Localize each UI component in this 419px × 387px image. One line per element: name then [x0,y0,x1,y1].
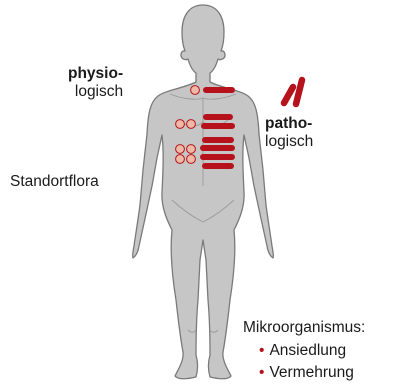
standortflora-text: Standortflora [10,173,99,190]
coccus-bacterium-icon [187,155,196,164]
standortflora-label: Standortflora [10,173,99,191]
patho-label-bold: patho- [265,115,312,132]
rod-bacterium-icon [296,80,302,104]
coccus-bacterium-icon [187,145,196,154]
patho-label-rest: logisch [265,133,313,150]
physio-label-rest: logisch [75,83,123,100]
physiological-label: physio- logisch [68,65,123,101]
physio-label-bold: physio- [68,65,123,82]
list-item: • Ansiedlung [259,342,346,360]
list-item-label: Vermehrung [269,364,353,381]
mikroorganismus-heading: Mikroorganismus: [243,319,365,337]
bullet-icon: • [259,364,264,381]
list-item-label: Ansiedlung [269,342,346,359]
mikroorganismus-heading-text: Mikroorganismus: [243,319,365,336]
coccus-bacterium-icon [176,155,185,164]
coccus-bacterium-icon [176,145,185,154]
bullet-icon: • [259,342,264,359]
pathological-label: patho- logisch [265,115,313,151]
pathological-bacteria-group [284,80,302,104]
rod-bacterium-icon [284,87,293,103]
coccus-bacterium-icon [191,86,200,95]
list-item: • Vermehrung [259,364,354,382]
coccus-bacterium-icon [187,120,196,129]
coccus-bacterium-icon [176,120,185,129]
